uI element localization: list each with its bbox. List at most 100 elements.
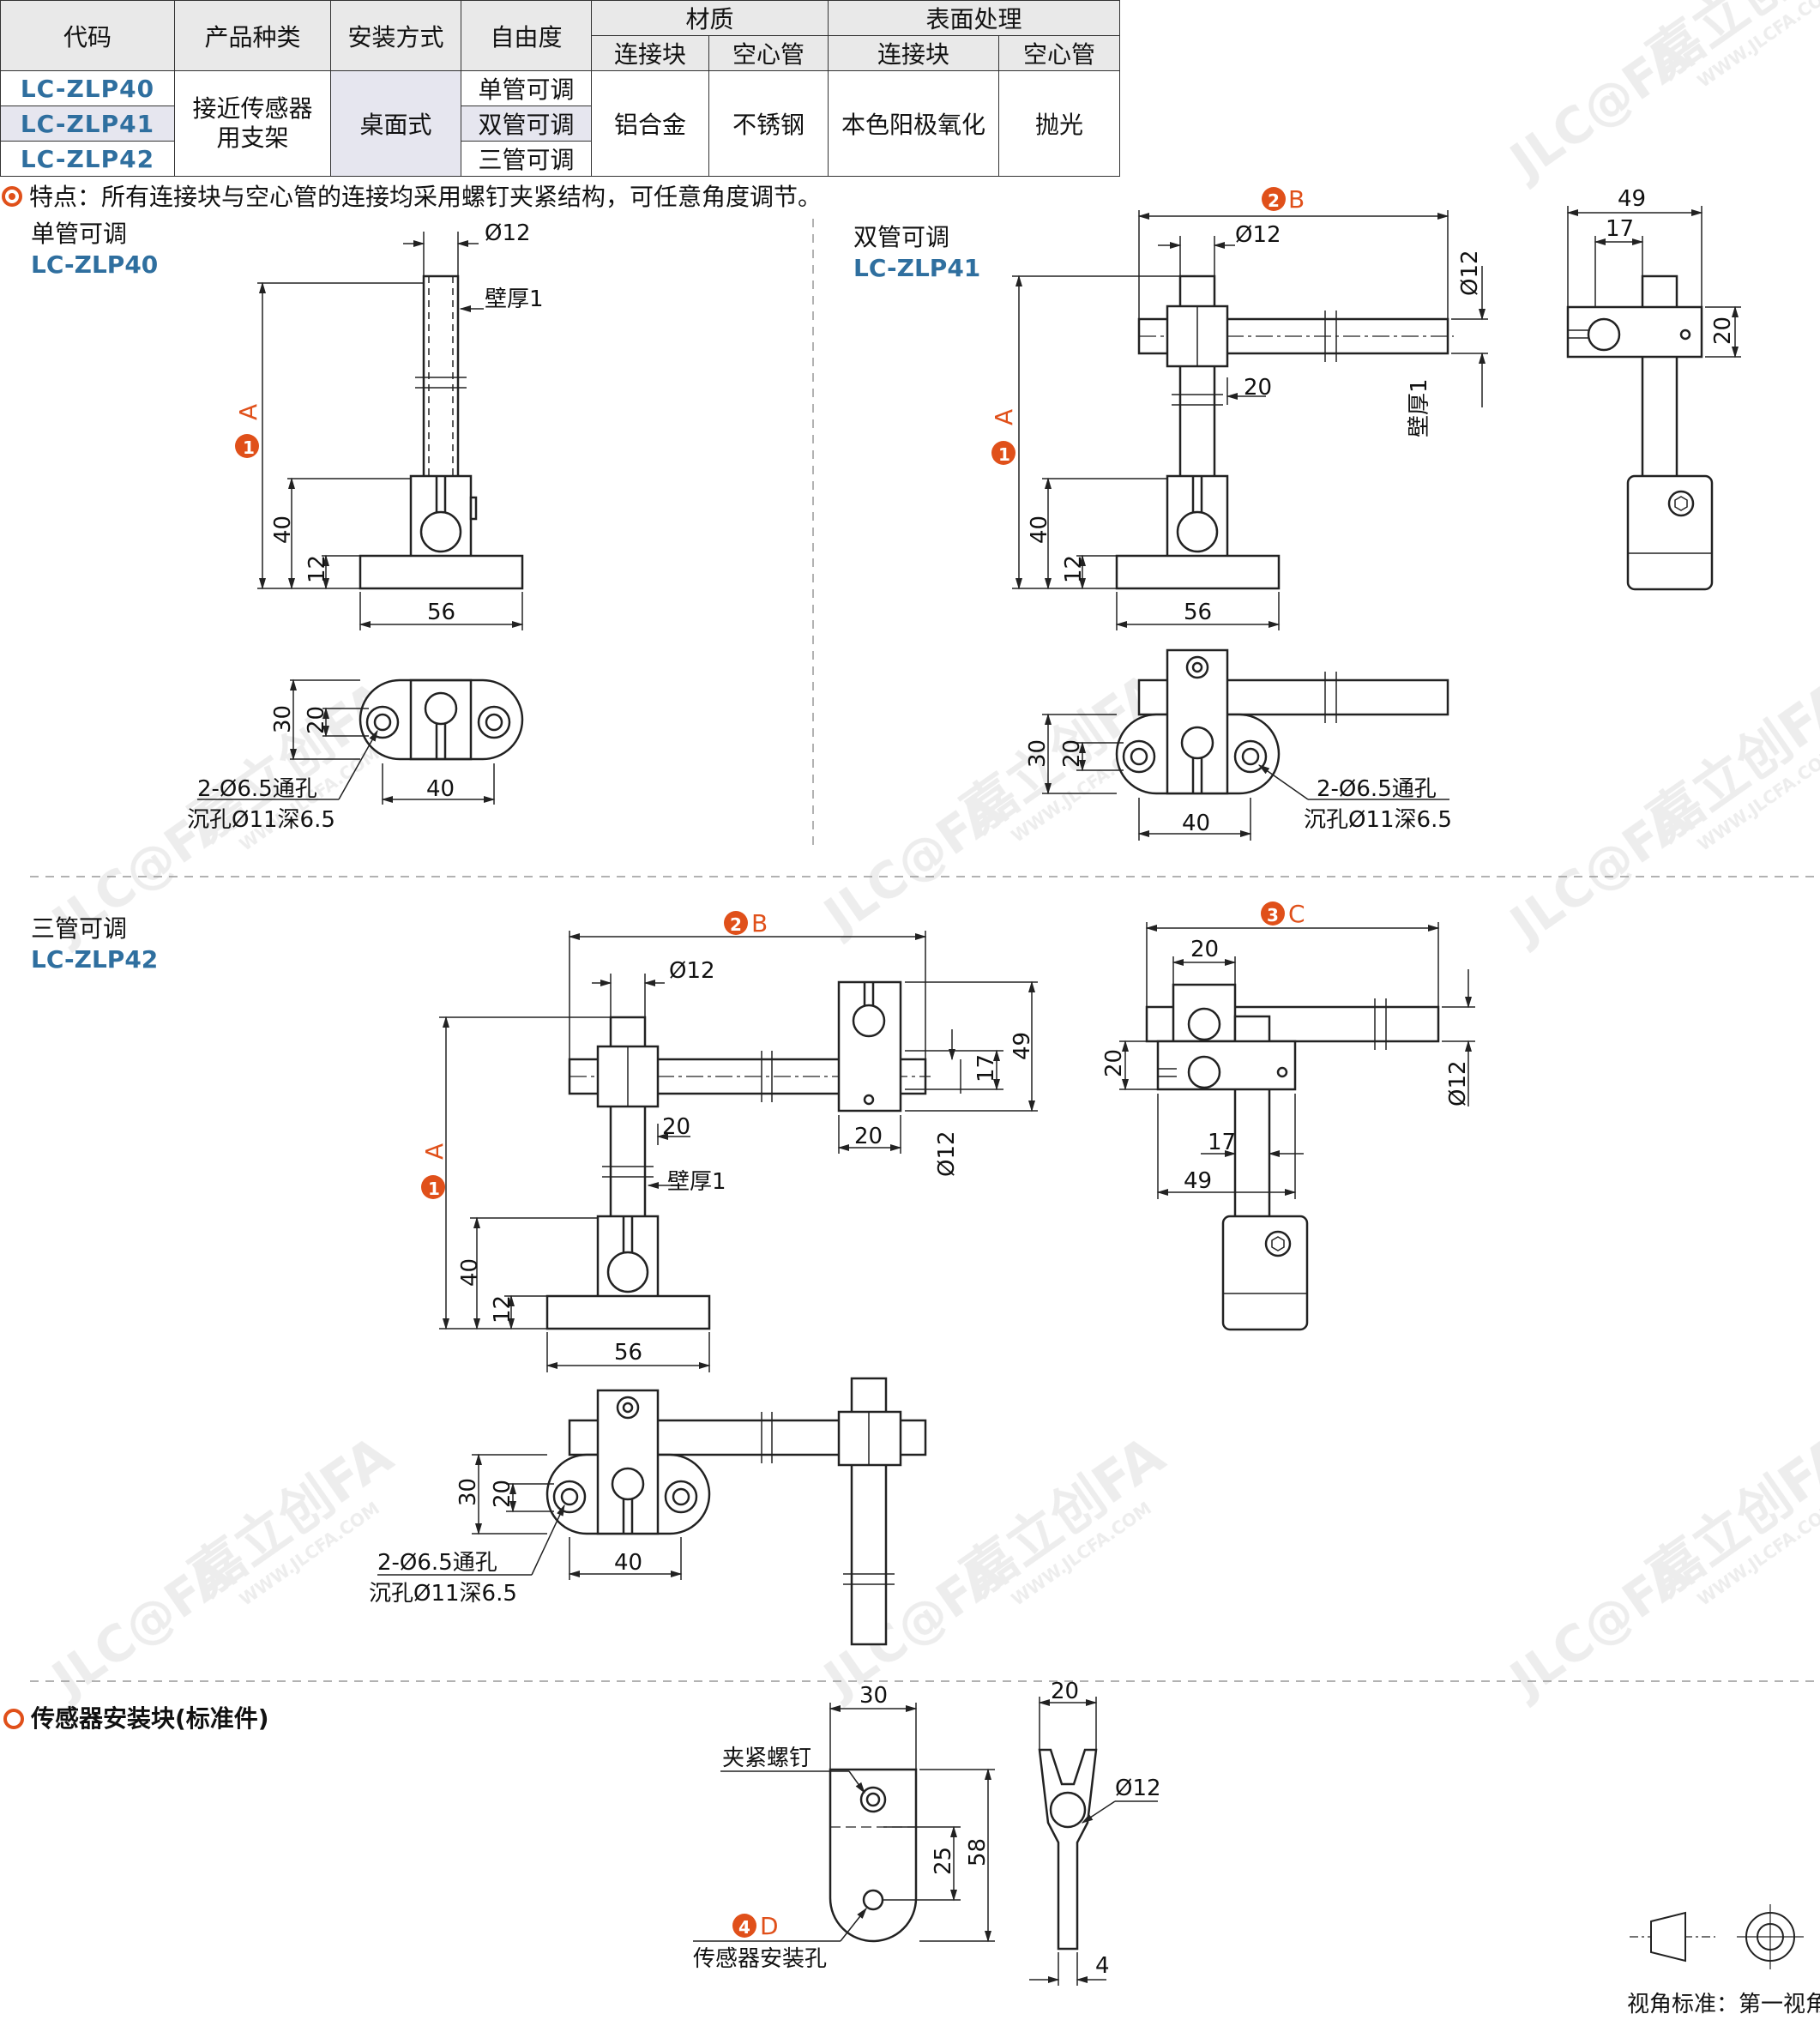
dim-label: 30 <box>455 1478 481 1506</box>
dim-label: 56 <box>614 1340 642 1366</box>
dim-label: 20 <box>1710 317 1736 345</box>
dim-label: 30 <box>859 1683 888 1709</box>
triple-front-dims <box>439 931 1038 1372</box>
view-code: LC-ZLP41 <box>853 254 980 282</box>
dim-label: 20 <box>854 1124 883 1149</box>
double-side-view <box>1566 274 1714 591</box>
double-front-view <box>1115 274 1454 590</box>
marker-1-icon <box>235 434 259 458</box>
dim-label: 30 <box>270 705 296 733</box>
triple-top-dims <box>377 1453 683 1580</box>
product-type-cell: 接近传感器 用支架 <box>174 70 331 177</box>
section-title: 传感器安装块(标准件) <box>30 1704 269 1733</box>
dim-label: 25 <box>931 1847 956 1875</box>
th-surface-block: 连接块 <box>828 35 999 71</box>
dim-label: 40 <box>270 516 296 544</box>
mark-a: A <box>234 404 262 420</box>
mark-d: D <box>760 1912 779 1940</box>
single-front-view <box>359 274 524 590</box>
triple-front-view <box>545 980 931 1330</box>
freedom-cell: 三管可调 <box>461 141 592 177</box>
single-top-dims <box>197 678 496 805</box>
dim-label: 49 <box>1184 1168 1212 1194</box>
marker-number: 2 <box>730 914 742 935</box>
sensor-block-side <box>1038 1748 1098 1951</box>
dim-label: 40 <box>1182 811 1210 836</box>
projection-note: 视角标准：第一视角 <box>1627 1992 1820 2017</box>
dim-label: 17 <box>1208 1130 1236 1155</box>
clamp-screw-label: 夹紧螺钉 <box>722 1746 811 1771</box>
dim-label: 12 <box>1061 555 1087 583</box>
sensor-block-front-dims <box>693 1703 995 1943</box>
dim-label: Ø12 <box>485 220 531 246</box>
hole-note: 沉孔Ø11深6.5 <box>1304 807 1452 833</box>
bullet-icon <box>2 186 22 207</box>
single-top-view <box>359 678 524 761</box>
dim-label: 49 <box>1009 1032 1035 1060</box>
dim-label: 壁厚1 <box>667 1169 726 1195</box>
sensor-block-side-dims <box>1029 1697 1158 1986</box>
dim-label: 40 <box>457 1258 483 1287</box>
freedom-cell: 单管可调 <box>461 70 592 106</box>
dim-label: Ø12 <box>1445 1060 1471 1106</box>
surface-tube-cell: 抛光 <box>998 70 1120 177</box>
marker-4-icon <box>732 1914 756 1938</box>
double-top-dims <box>1042 713 1449 841</box>
dim-label: 56 <box>427 600 455 625</box>
hole-note: 沉孔Ø11深6.5 <box>369 1581 517 1607</box>
dim-label: 12 <box>490 1295 515 1324</box>
marker-2-icon <box>724 911 748 935</box>
code-cell: LC-ZLP42 <box>0 141 175 177</box>
marker-1-icon <box>421 1175 445 1199</box>
double-front-dims <box>1012 210 1488 630</box>
mark-a: A <box>990 409 1018 425</box>
dim-label: 20 <box>1244 375 1272 401</box>
th-freedom: 自由度 <box>461 0 592 71</box>
dim-label: 20 <box>304 706 329 734</box>
marker-1-icon <box>991 441 1015 465</box>
dim-label: 壁厚1 <box>485 286 544 312</box>
dim-label: 56 <box>1184 600 1212 625</box>
double-side-dims <box>1566 206 1741 359</box>
mark-b: B <box>751 909 768 938</box>
dim-label: Ø12 <box>934 1131 960 1177</box>
sensor-hole-label: 传感器安装孔 <box>693 1946 827 1972</box>
sensor-block-front <box>829 1768 918 1943</box>
hole-note: 沉孔Ø11深6.5 <box>187 807 335 833</box>
marker-number: 3 <box>1267 905 1279 926</box>
dim-label: 20 <box>1059 739 1085 768</box>
marker-number: 1 <box>428 1179 440 1199</box>
th-surface: 表面处理 <box>828 0 1120 36</box>
th-surface-tube: 空心管 <box>998 35 1120 71</box>
install-cell: 桌面式 <box>330 70 461 177</box>
material-tube-cell: 不锈钢 <box>708 70 829 177</box>
marker-number: 4 <box>738 1917 750 1938</box>
dim-label: 20 <box>1101 1049 1127 1077</box>
marker-2-icon <box>1262 187 1286 211</box>
hole-note: 2-Ø6.5通孔 <box>377 1550 497 1576</box>
dim-label: 30 <box>1025 739 1051 768</box>
view-title: 三管可调 <box>31 914 127 943</box>
triple-side-dims <box>1119 922 1475 1199</box>
double-top-view <box>1115 648 1449 795</box>
marker-3-icon <box>1261 901 1285 926</box>
dim-label: Ø12 <box>1235 222 1281 248</box>
hole-note: 2-Ø6.5通孔 <box>197 776 317 802</box>
dim-label: 20 <box>1190 937 1219 962</box>
th-material-tube: 空心管 <box>708 35 829 71</box>
dim-label: 4 <box>1095 1953 1110 1979</box>
dim-label: 17 <box>1606 216 1634 242</box>
dim-label: 40 <box>426 776 455 802</box>
dim-label: Ø12 <box>1457 250 1483 296</box>
single-front-dims <box>257 232 524 630</box>
mark-b: B <box>1288 185 1305 214</box>
marker-number: 1 <box>998 444 1010 465</box>
view-code: LC-ZLP42 <box>31 945 158 974</box>
dim-label: 20 <box>1051 1679 1079 1704</box>
th-material: 材质 <box>591 0 829 36</box>
dim-label: 12 <box>304 555 330 583</box>
hole-note: 2-Ø6.5通孔 <box>1317 776 1437 802</box>
th-code: 代码 <box>0 0 175 71</box>
dim-label: 壁厚1 <box>1407 378 1432 437</box>
